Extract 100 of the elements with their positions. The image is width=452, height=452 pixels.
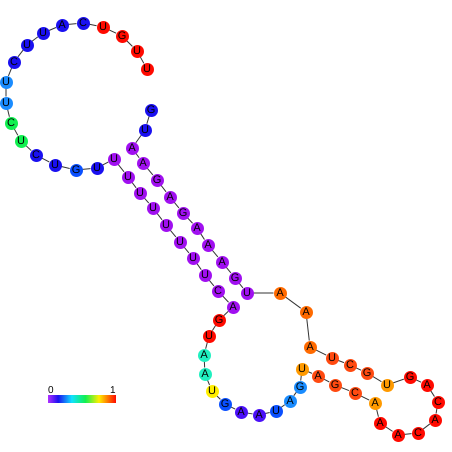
nucleotide-circle bbox=[216, 256, 228, 268]
nucleotide-circle bbox=[122, 170, 134, 184]
backbone-line bbox=[384, 426, 394, 432]
backbone-line bbox=[212, 325, 216, 331]
nucleotide-circle bbox=[374, 416, 386, 430]
base-letter: G bbox=[230, 272, 240, 284]
nucleotide-circle bbox=[198, 348, 210, 362]
base-letter: A bbox=[237, 406, 245, 418]
base-letter: C bbox=[351, 388, 359, 398]
base-letter: U bbox=[39, 28, 47, 38]
nucleotide-circle bbox=[274, 286, 286, 300]
nucleotide-circle bbox=[296, 362, 308, 376]
base-letter: G bbox=[178, 208, 188, 218]
backbone-line bbox=[82, 168, 92, 170]
nucleotide-circle bbox=[300, 306, 312, 318]
nucleotide-circle bbox=[20, 38, 34, 52]
base-letter: G bbox=[214, 314, 224, 326]
nucleotide-circle bbox=[36, 26, 50, 40]
backbone-line bbox=[14, 128, 18, 136]
nucleotide-circle bbox=[0, 96, 12, 110]
nucleotide-circle bbox=[284, 394, 296, 408]
backbone-line bbox=[170, 230, 176, 238]
base-letter: A bbox=[306, 342, 314, 352]
base-letter: C bbox=[32, 150, 40, 160]
base-letter: A bbox=[286, 396, 294, 406]
nucleotide-circle bbox=[174, 236, 186, 248]
base-letter: A bbox=[128, 142, 136, 154]
base-letter: C bbox=[10, 56, 18, 68]
base-letter: G bbox=[146, 104, 156, 116]
base-letter: C bbox=[7, 118, 15, 128]
base-letter: C bbox=[214, 286, 222, 296]
base-letter: U bbox=[205, 330, 213, 342]
base-letter: A bbox=[255, 410, 263, 420]
base-letter: G bbox=[118, 30, 126, 42]
base-letter: A bbox=[193, 222, 201, 234]
nucleotide-circle bbox=[198, 268, 212, 282]
backbone-line bbox=[253, 292, 274, 294]
nucleotide-circle bbox=[146, 202, 160, 214]
nucleotide-circle bbox=[368, 396, 382, 410]
nucleotide-circle bbox=[48, 158, 62, 172]
backbone-line bbox=[372, 376, 382, 382]
nucleotide-circle bbox=[160, 218, 172, 232]
base-letter: U bbox=[133, 46, 141, 56]
nucleotide-circle bbox=[90, 162, 104, 174]
base-letter: C bbox=[434, 396, 442, 408]
base-letter: A bbox=[58, 20, 66, 30]
nucleotide-circle bbox=[134, 186, 146, 200]
nucleotide-circle bbox=[212, 284, 224, 298]
nucleotide-circle bbox=[190, 222, 204, 234]
nucleotide-circle bbox=[202, 330, 216, 342]
base-letter: G bbox=[220, 398, 230, 410]
nucleotide-circle bbox=[138, 124, 152, 136]
base-letter: A bbox=[276, 288, 284, 298]
backbone-line bbox=[135, 134, 142, 144]
nucleotide-circle bbox=[0, 76, 12, 88]
backbone-line bbox=[146, 168, 154, 176]
base-letter: A bbox=[204, 240, 212, 250]
nucleotide-circle bbox=[348, 386, 362, 400]
base-letter: U bbox=[328, 352, 336, 364]
base-letter: U bbox=[124, 172, 132, 182]
base-letter: U bbox=[17, 136, 25, 146]
backbone-line bbox=[306, 318, 310, 342]
backbone-line bbox=[32, 36, 38, 42]
backbone-line bbox=[284, 296, 302, 309]
base-letter: C bbox=[346, 360, 354, 370]
base-letter: U bbox=[141, 124, 149, 136]
base-letter: U bbox=[99, 22, 107, 32]
base-letter: U bbox=[383, 380, 391, 390]
base-letter: U bbox=[23, 40, 31, 50]
nucleotide-circle bbox=[198, 368, 212, 380]
backbone-line bbox=[404, 433, 412, 435]
base-letter: C bbox=[414, 428, 422, 438]
nucleotide-circle bbox=[126, 142, 138, 154]
base-letter: G bbox=[406, 372, 414, 382]
base-letter: U bbox=[149, 202, 157, 214]
base-letter: U bbox=[298, 364, 306, 374]
base-letter: A bbox=[201, 368, 209, 380]
base-letter: U bbox=[201, 270, 209, 280]
base-letter: U bbox=[189, 252, 197, 264]
base-letter: A bbox=[302, 306, 310, 318]
nucleotide-circle bbox=[14, 134, 28, 148]
nucleotide-circle bbox=[326, 352, 338, 364]
base-letter: U bbox=[2, 98, 10, 108]
base-letter: C bbox=[79, 18, 87, 28]
backbone-line bbox=[223, 310, 229, 316]
nucleotide-circle bbox=[234, 406, 248, 418]
base-letter: A bbox=[218, 256, 226, 268]
base-letter: A bbox=[200, 350, 208, 360]
backbone-line bbox=[315, 349, 327, 356]
base-letter: A bbox=[166, 192, 174, 202]
nucleotide-circle bbox=[420, 378, 434, 392]
nucleotide-circle bbox=[108, 152, 120, 166]
backbone-line bbox=[17, 50, 24, 58]
nucleotide-circle bbox=[206, 384, 218, 398]
base-letter: U bbox=[162, 220, 170, 230]
base-letter: A bbox=[394, 430, 402, 440]
base-letter: U bbox=[93, 162, 101, 174]
backbone-line bbox=[146, 116, 150, 124]
nucleotide-circle bbox=[252, 408, 266, 422]
backbone-line bbox=[68, 23, 78, 25]
